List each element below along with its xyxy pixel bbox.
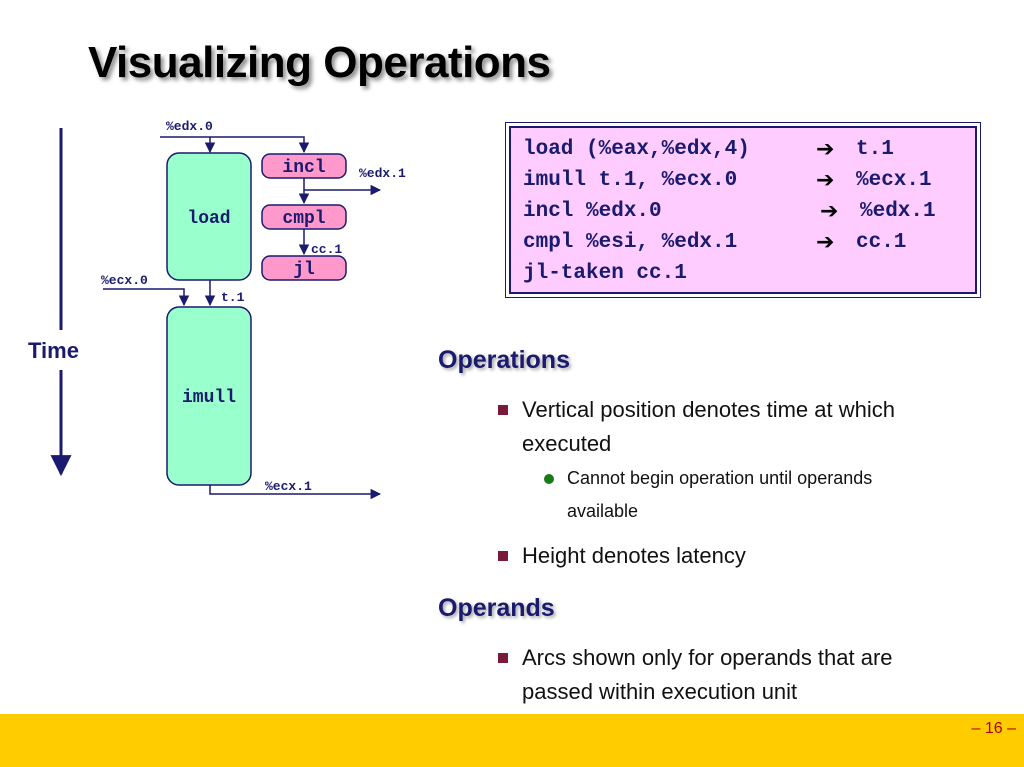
- time-label: Time: [28, 338, 79, 363]
- slide-title: Visualizing Operations: [88, 38, 551, 87]
- arc-ecx1: [209, 485, 382, 500]
- footer-bar: – 16 –: [0, 714, 1024, 767]
- code-box: load (%eax,%edx,4) ➔ t.1 imull t.1, %ecx…: [505, 122, 981, 298]
- code-line-5: jl-taken cc.1: [523, 262, 687, 285]
- code-line-4: cmpl %esi, %edx.1: [523, 231, 738, 254]
- operands-heading: Operands: [438, 594, 555, 622]
- right-arrow-icon: ➔: [816, 137, 835, 162]
- code-dest-2: %ecx.1: [856, 169, 932, 192]
- operations-subbullet: Cannot begin operation until operands av…: [567, 468, 873, 521]
- label-cc1: cc.1: [311, 242, 342, 257]
- node-incl-label: incl: [282, 158, 325, 178]
- node-jl-label: jl: [293, 260, 315, 280]
- node-jl: [261, 255, 347, 281]
- operations-bullet-2: Height denotes latency: [522, 543, 746, 568]
- page-number: – 16 –: [971, 720, 1016, 737]
- dataflow-diagram: %edx.0 load incl %edx.1 cmpl cc.1 jl %ec…: [50, 119, 406, 500]
- code-dest-1: t.1: [856, 138, 894, 161]
- arc-ecx0: [103, 288, 190, 307]
- label-ecx0: %ecx.0: [101, 273, 148, 288]
- right-arrow-icon: ➔: [816, 230, 835, 255]
- bullet-square-icon: [498, 405, 508, 415]
- code-dest-4: cc.1: [856, 231, 907, 254]
- arc-edx0-incl: [160, 136, 310, 154]
- label-t1: t.1: [221, 290, 245, 305]
- node-imull-label: imull: [182, 388, 236, 408]
- code-line-2: imull t.1, %ecx.0: [523, 169, 738, 192]
- label-edx0: %edx.0: [166, 119, 213, 134]
- node-load-label: load: [187, 209, 230, 229]
- right-arrow-icon: ➔: [820, 199, 839, 224]
- bullet-square-icon: [498, 653, 508, 663]
- label-ecx1: %ecx.1: [265, 479, 312, 494]
- operands-bullet-1: Arcs shown only for operands that are pa…: [522, 645, 893, 704]
- node-cmpl-label: cmpl: [282, 209, 325, 229]
- bullet-dot-icon: [544, 474, 554, 484]
- bullet-square-icon: [498, 551, 508, 561]
- label-edx1: %edx.1: [359, 166, 406, 181]
- code-dest-3: %edx.1: [860, 200, 936, 223]
- code-line-1: load (%eax,%edx,4): [523, 138, 750, 161]
- operations-bullet-1: Vertical position denotes time at which …: [522, 397, 895, 456]
- right-arrow-icon: ➔: [816, 168, 835, 193]
- operations-heading: Operations: [438, 346, 570, 374]
- code-line-3: incl %edx.0: [523, 200, 662, 223]
- node-load: [166, 152, 252, 281]
- node-imull: [166, 306, 252, 486]
